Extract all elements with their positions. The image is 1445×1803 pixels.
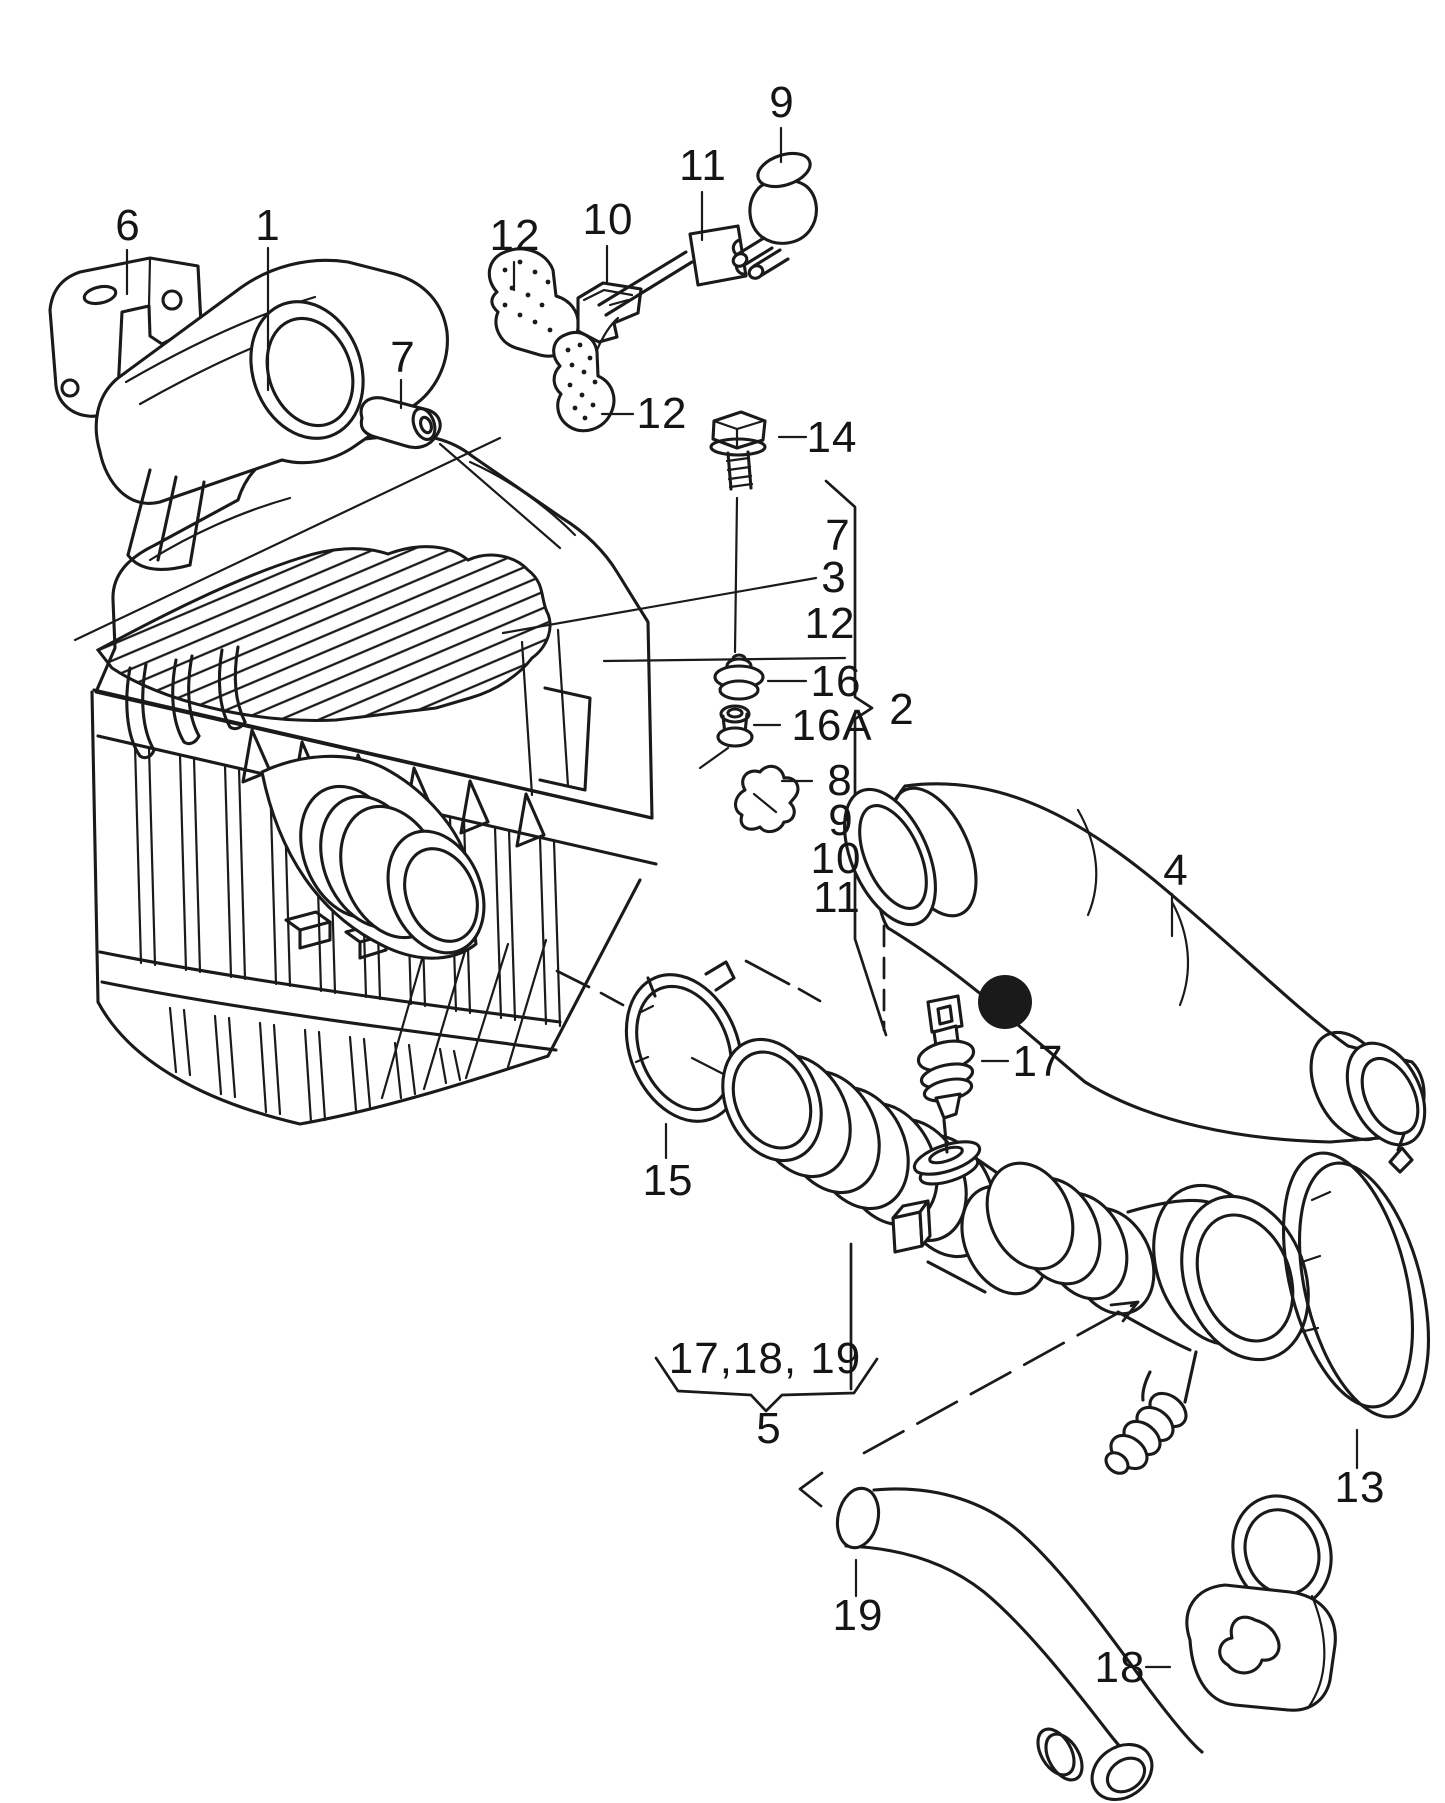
callout-14[interactable]: 14 xyxy=(807,413,858,462)
part-bolt-14 xyxy=(709,410,767,654)
leader-lines xyxy=(73,126,1359,1669)
callout-list-11[interactable]: 11 xyxy=(813,873,861,922)
part-intake-duct-1 xyxy=(94,258,449,571)
housing-ribs-lower xyxy=(168,1006,462,1124)
callout-list-16a[interactable]: 16A xyxy=(791,701,872,750)
part-valve-9 xyxy=(731,151,818,280)
callout-list-16[interactable]: 16 xyxy=(811,657,862,706)
part-foam-elbow-12-lower xyxy=(552,316,620,433)
air-cleaner-housing-drawing xyxy=(90,433,658,1126)
callout-5[interactable]: 5 xyxy=(756,1404,781,1453)
part-hose-19 xyxy=(835,1486,1204,1802)
part-grommet-16 xyxy=(713,653,765,701)
part-plate-11 xyxy=(688,224,748,287)
part-spacer-sleeve-16a xyxy=(698,704,754,770)
flex-hose-assembly-5 xyxy=(721,1037,1310,1475)
callout-list-7[interactable]: 7 xyxy=(825,511,850,560)
part-hose-4 xyxy=(843,782,1427,1147)
highlight-dot xyxy=(978,975,1032,1029)
callout-1[interactable]: 1 xyxy=(255,201,280,250)
callout-10-top[interactable]: 10 xyxy=(583,195,634,244)
callout-12-top[interactable]: 12 xyxy=(490,211,541,260)
callout-12-mid[interactable]: 12 xyxy=(637,389,688,438)
callout-19[interactable]: 19 xyxy=(833,1591,884,1640)
callout-list-12[interactable]: 12 xyxy=(805,599,856,648)
part-strap-rod xyxy=(597,250,694,317)
callout-list-9[interactable]: 9 xyxy=(828,796,853,845)
part-retaining-clip-8 xyxy=(734,764,800,834)
housing-ribs-right xyxy=(380,938,548,1100)
callout-18[interactable]: 18 xyxy=(1095,1643,1146,1692)
callout-list-10[interactable]: 10 xyxy=(811,834,862,883)
part-spacer-7 xyxy=(359,396,562,550)
part-elbow-18 xyxy=(1185,1583,1337,1712)
callout-group-17-18-19[interactable]: 17,18, 19 xyxy=(669,1334,862,1383)
callout-9-top[interactable]: 9 xyxy=(769,78,794,127)
callout-7-top[interactable]: 7 xyxy=(390,333,415,382)
callouts: 6 1 7 12 10 11 9 12 14 7 3 12 16 16A 2 8… xyxy=(115,78,1386,1692)
filter-element-hatch xyxy=(95,545,552,722)
part-clamp-15 xyxy=(624,960,744,1123)
part-sensor-17 xyxy=(916,994,976,1154)
callout-list-3[interactable]: 3 xyxy=(821,553,846,602)
callout-13[interactable]: 13 xyxy=(1335,1463,1386,1512)
callout-2[interactable]: 2 xyxy=(889,685,914,734)
callout-15[interactable]: 15 xyxy=(643,1156,694,1205)
callout-list-8[interactable]: 8 xyxy=(827,756,852,805)
housing-outlet-port xyxy=(260,754,486,960)
callout-4[interactable]: 4 xyxy=(1163,846,1188,895)
callout-6[interactable]: 6 xyxy=(115,201,140,250)
callout-11-top[interactable]: 11 xyxy=(679,141,727,190)
callout-17[interactable]: 17 xyxy=(1013,1037,1064,1086)
assembly-2-brace xyxy=(744,479,888,1037)
part-clamp-13 xyxy=(1281,1132,1431,1419)
